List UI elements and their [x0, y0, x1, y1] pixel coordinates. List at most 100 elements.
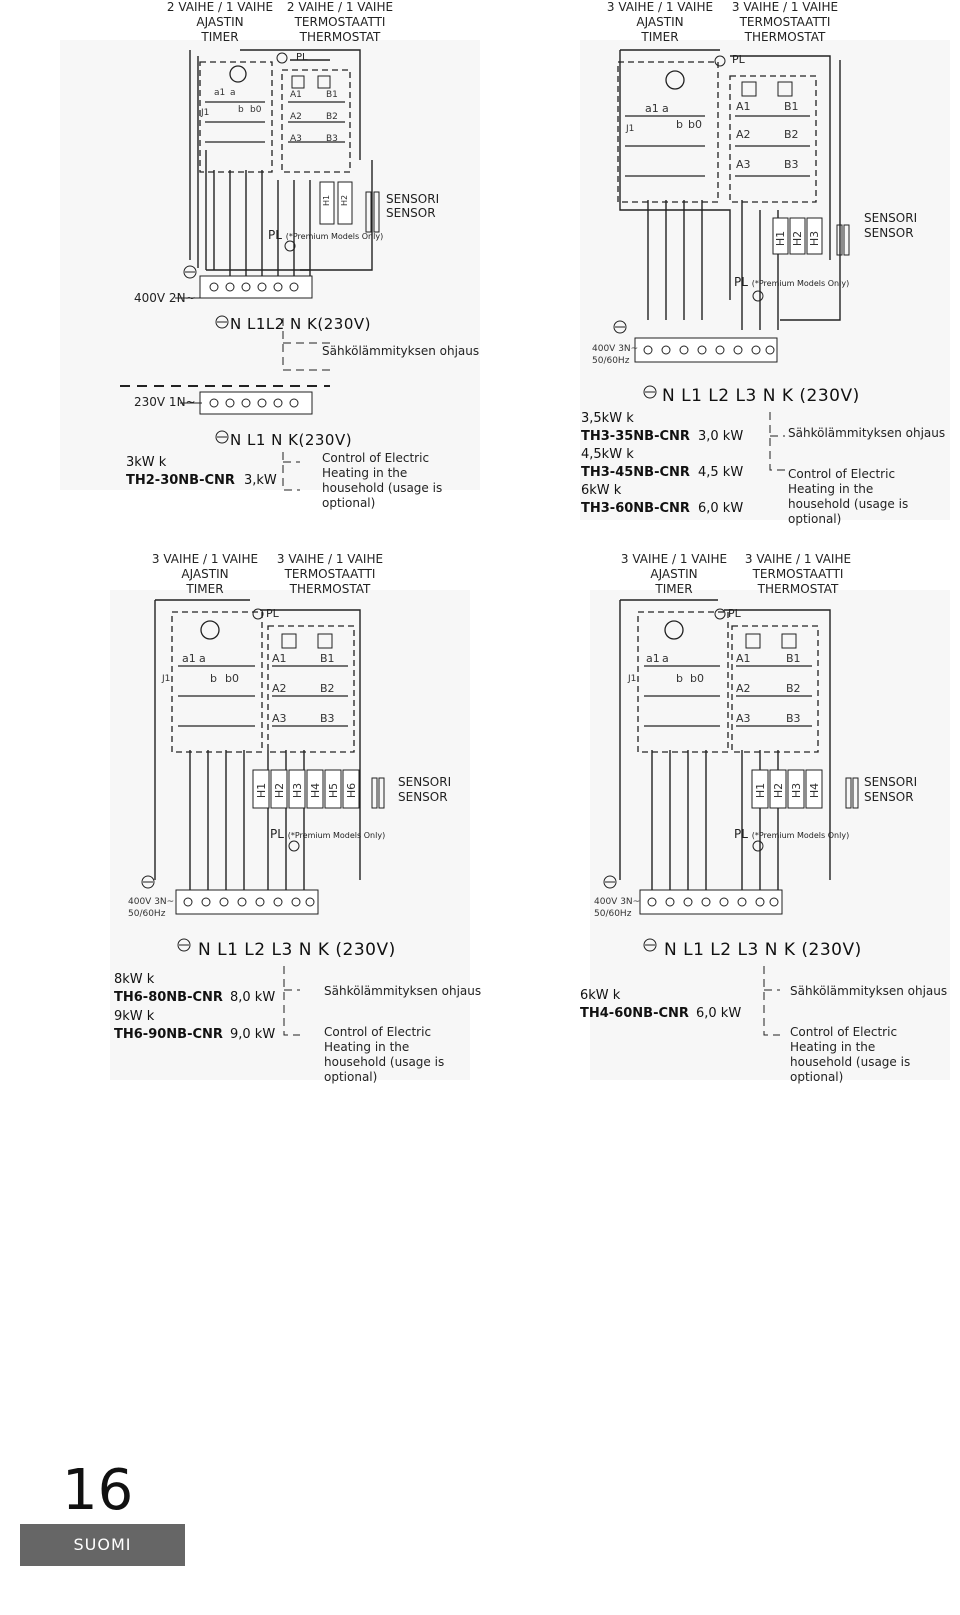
terminals-label: N L1 L2 L3 N K (230V) — [664, 940, 862, 960]
timer-contact-b: b — [238, 105, 244, 115]
pl-lamp-label: PL (*Premium Models Only) — [270, 827, 386, 841]
terminals-230-label: N L1 N K(230V) — [230, 431, 353, 449]
model-power-3: 6kW k — [581, 483, 622, 498]
thermo-b2: B2 — [326, 112, 338, 122]
timer-contact-b0: b0 — [690, 672, 704, 685]
j1-label: J1 — [626, 124, 635, 134]
model-code-2: TH6-90NB-CNR — [114, 1027, 223, 1042]
control-fi-label: Sähkölämmityksen ohjaus — [324, 984, 482, 998]
timer-contact-a: a — [662, 652, 669, 665]
timer-contact-b0: b0 — [250, 105, 262, 115]
model-rating-3: 6,0 kW — [698, 501, 744, 516]
heater-h2: H2 — [340, 194, 350, 207]
thermo-b3: B3 — [784, 158, 799, 171]
heater-h2: H2 — [772, 782, 786, 799]
timer-contact-b: b — [676, 118, 683, 131]
model-power-1: 6kW k — [580, 988, 621, 1003]
pl-label: PL — [296, 52, 308, 63]
thermo-a3: A3 — [736, 712, 751, 725]
model-rating-1: 3,0 kW — [698, 429, 744, 444]
supply-label: 400V 3N~50/60Hz — [594, 897, 641, 919]
model-code-2: TH3-45NB-CNR — [581, 465, 690, 480]
thermo-a1: A1 — [272, 652, 287, 665]
model-rating-2: 4,5 kW — [698, 465, 744, 480]
supply-230-label: 230V 1N~ — [134, 395, 196, 409]
thermo-a1: A1 — [736, 100, 751, 113]
control-en-label: Control of Electric Heating in the house… — [788, 467, 909, 526]
timer-contact-a1: a1 — [645, 102, 659, 115]
heater-h1: H1 — [255, 782, 269, 799]
model-power-2: 9kW k — [114, 1009, 155, 1024]
heater-h6: H6 — [345, 782, 359, 799]
supply-400-label: 400V 2N~ — [134, 291, 196, 305]
heater-h2: H2 — [273, 782, 287, 799]
terminals-400-label: N L1L2 N K(230V) — [230, 315, 371, 333]
thermo-a3: A3 — [736, 158, 751, 171]
control-en-label: Control of Electric Heating in the house… — [790, 1025, 911, 1084]
model-code-1: TH2-30NB-CNR — [126, 473, 235, 488]
thermo-a1: A1 — [290, 90, 302, 100]
model-rating-2: 9,0 kW — [230, 1027, 276, 1042]
thermo-b1: B1 — [326, 90, 338, 100]
thermo-a1: A1 — [736, 652, 751, 665]
j1-label: J1 — [628, 674, 637, 684]
language-tab: SUOMI — [20, 1524, 185, 1566]
page-number: 16 — [62, 1458, 134, 1523]
model-code-1: TH4-60NB-CNR — [580, 1006, 689, 1021]
thermo-a2: A2 — [736, 682, 751, 695]
timer-contact-b0: b0 — [225, 672, 239, 685]
thermo-b1: B1 — [784, 100, 799, 113]
heater-h5: H5 — [327, 782, 341, 799]
timer-contact-b: b — [210, 672, 217, 685]
pl-lamp-label: PL (*Premium Models Only) — [268, 228, 384, 242]
terminals-label: N L1 L2 L3 N K (230V) — [662, 386, 860, 406]
model-rating-1: 6,0 kW — [696, 1006, 742, 1021]
model-code-1: TH6-80NB-CNR — [114, 990, 223, 1005]
timer-contact-a1: a1 — [214, 88, 226, 98]
control-fi-label: Sähkölämmityksen ohjaus — [790, 984, 948, 998]
timer-contact-a: a — [662, 102, 669, 115]
heater-h3: H3 — [291, 782, 305, 799]
heater-h1: H1 — [774, 230, 788, 247]
thermo-b1: B1 — [786, 652, 801, 665]
pl-lamp-label: PL (*Premium Models Only) — [734, 275, 850, 289]
pl-label: PL — [728, 607, 741, 620]
timer-contact-a1: a1 — [182, 652, 196, 665]
thermo-a2: A2 — [272, 682, 287, 695]
model-power-1: 3,5kW k — [581, 411, 634, 426]
terminals-label: N L1 L2 L3 N K (230V) — [198, 940, 396, 960]
thermo-a3: A3 — [272, 712, 287, 725]
heater-h4: H4 — [309, 782, 323, 799]
timer-contact-b: b — [676, 672, 683, 685]
model-power-1: 8kW k — [114, 972, 155, 987]
control-fi-label: Sähkölämmityksen ohjaus — [788, 426, 946, 440]
pl-label: PL — [266, 607, 279, 620]
thermo-b2: B2 — [786, 682, 801, 695]
thermo-b2: B2 — [320, 682, 335, 695]
timer-contact-a1: a1 — [646, 652, 660, 665]
control-en-label: Control of Electric Heating in the house… — [324, 1025, 445, 1084]
model-code-1: TH3-35NB-CNR — [581, 429, 690, 444]
wiring-diagram-2-lines — [580, 40, 950, 520]
wiring-diagram-4-lines — [590, 590, 950, 1080]
thermo-a3: A3 — [290, 134, 302, 144]
pl-lamp-label: PL (*Premium Models Only) — [734, 827, 850, 841]
model-rating-1: 8,0 kW — [230, 990, 276, 1005]
wiring-diagram-3-lines — [110, 590, 470, 1080]
thermo-b3: B3 — [320, 712, 335, 725]
j1-label: J1 — [201, 108, 210, 118]
j1-label: J1 — [162, 674, 171, 684]
